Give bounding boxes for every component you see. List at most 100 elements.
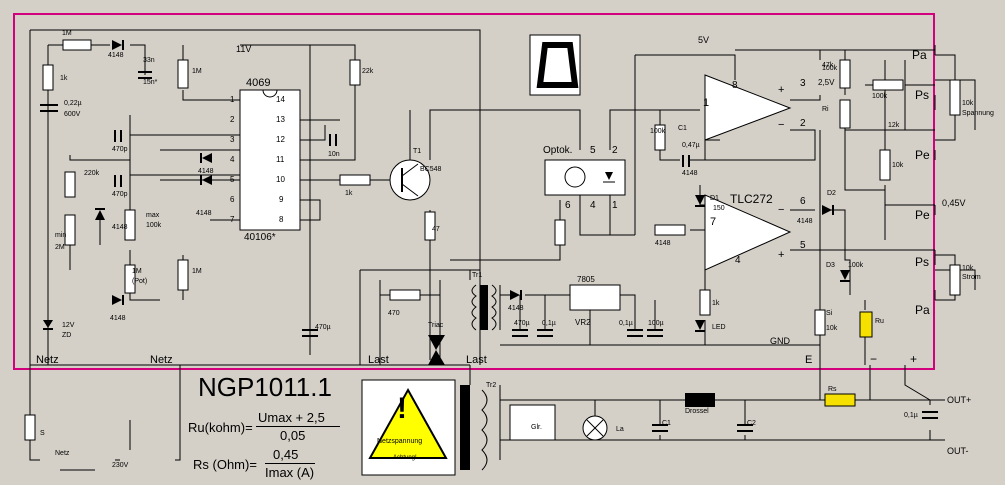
opamp-pin-7: 7 — [710, 216, 717, 228]
inductor-drossel — [685, 393, 715, 407]
ic-pin-14: 14 — [276, 95, 285, 104]
component-label: Ru — [875, 318, 884, 325]
component-label: 2M — [55, 244, 65, 251]
diagram-title: NGP1011.1 — [198, 372, 332, 402]
opamp-pin-5: 5 — [800, 240, 806, 251]
label-pa-bottom: Pa — [915, 303, 930, 317]
component-label: 470µ — [514, 320, 530, 327]
component-label: 4148 — [508, 305, 524, 312]
pot-strom-value: 10k — [962, 265, 974, 272]
opamp-label: TLC272 — [730, 192, 773, 206]
optok-pin-5: 5 — [590, 145, 596, 156]
component-label: 4148 — [110, 315, 126, 322]
component-label: Triac — [428, 322, 444, 329]
label-pa-top: Pa — [912, 48, 927, 62]
component-label: 10k — [892, 162, 904, 169]
svg-text:−: − — [778, 119, 784, 131]
component-label: Tr2 — [486, 382, 497, 389]
opamp-pin-1: 1 — [703, 97, 710, 109]
optok-pin-1: 1 — [612, 200, 618, 211]
ic-pin-12: 12 — [276, 135, 285, 144]
formula-rs-denominator: Imax (A) — [265, 465, 315, 480]
component-label: 1k — [345, 190, 353, 197]
ic-pin-4: 4 — [230, 155, 235, 164]
connector-netz-2: Netz — [150, 354, 173, 366]
optok-pin-4: 4 — [590, 200, 596, 211]
component-label: C1 — [678, 125, 687, 132]
component-label: 10k — [826, 325, 838, 332]
pot-strom-label: Strom — [962, 274, 981, 281]
warning-subtext: Achtung! — [393, 455, 417, 461]
formula-ru-numerator: Umax + 2,5 — [258, 410, 325, 425]
component-label: 470p — [112, 146, 128, 153]
logo-mark — [529, 34, 581, 96]
component-label: La — [616, 426, 624, 433]
label-pe-top: Pe — [915, 148, 930, 162]
component-label: 100k — [848, 262, 864, 269]
formula-ru-lhs: Ru(kohm)= — [188, 420, 253, 435]
component-label: Tr1 — [472, 272, 483, 279]
component-label: 100k — [650, 128, 666, 135]
ic-4069 — [239, 89, 301, 231]
ic-pin-3: 3 — [230, 135, 235, 144]
opamp-top — [704, 74, 792, 141]
component-label: 10n — [328, 151, 340, 158]
component-label: 4148 — [108, 52, 124, 59]
optok-label: Optok. — [543, 145, 573, 156]
component-label: 12k — [888, 122, 900, 129]
rail-11v: 11V — [236, 44, 252, 54]
opamp-pin-6: 6 — [800, 196, 806, 207]
component-label: 0,47µ — [682, 142, 700, 149]
triac — [428, 335, 445, 350]
resistor-ru — [859, 311, 873, 338]
ic-pin-1: 1 — [230, 95, 235, 104]
component-label: Rs — [828, 386, 837, 393]
rail-2-5v: 2,5V — [818, 78, 835, 87]
ic-pin-9: 9 — [279, 195, 284, 204]
formula-ru-denominator: 0,05 — [280, 428, 306, 443]
label-ps-top: Ps — [915, 88, 930, 102]
component-label: 220k — [84, 170, 100, 177]
component-label: 4148 — [682, 170, 698, 177]
component-label: 0,1µ — [542, 320, 556, 327]
component-label: 470 — [388, 310, 400, 317]
component-label: 600V — [64, 111, 81, 118]
component-label: Drossel — [685, 408, 709, 415]
component-label: Netz — [55, 450, 70, 457]
resistors — [24, 39, 961, 441]
component-label: D2 — [827, 190, 836, 197]
component-label: LED — [712, 324, 726, 331]
ic-pin-7: 7 — [230, 215, 235, 224]
component-label: 230V — [112, 462, 129, 469]
regulator-7805 — [569, 284, 621, 311]
ic-pin-10: 10 — [276, 175, 285, 184]
connector-last-1: Last — [368, 354, 389, 366]
component-label: 1M — [132, 268, 142, 275]
component-label: 47 — [432, 226, 440, 233]
rail-0-45v: 0,45V — [942, 198, 966, 208]
diodes — [43, 40, 850, 332]
connector-e: E — [805, 354, 813, 366]
component-label: 1k — [60, 75, 68, 82]
component-label: T1 — [413, 148, 422, 155]
pot-spannung-value: 10k — [962, 100, 974, 107]
connector-last-2: Last — [466, 354, 487, 366]
component-label: 1M — [192, 68, 202, 75]
rail-5v: 5V — [698, 35, 710, 45]
transformer-tr2-core — [460, 385, 470, 470]
ic-pin-5: 5 — [230, 175, 235, 184]
connector-out-minus: OUT- — [947, 446, 969, 456]
component-label: Glr. — [531, 424, 542, 431]
svg-text:+: + — [778, 249, 784, 261]
ic-pin-8: 8 — [279, 215, 284, 224]
ic-pin-2: 2 — [230, 115, 235, 124]
component-label: 100k — [872, 93, 888, 100]
formula-rs-lhs: Rs (Ohm)= — [193, 457, 257, 472]
transformer-tr1-core — [480, 285, 488, 330]
opamp-pin-2: 2 — [800, 118, 806, 129]
transistor-t1 — [389, 159, 431, 201]
component-label: 33n — [143, 57, 155, 64]
component-label: 1M — [192, 268, 202, 275]
svg-text:−: − — [778, 204, 784, 216]
